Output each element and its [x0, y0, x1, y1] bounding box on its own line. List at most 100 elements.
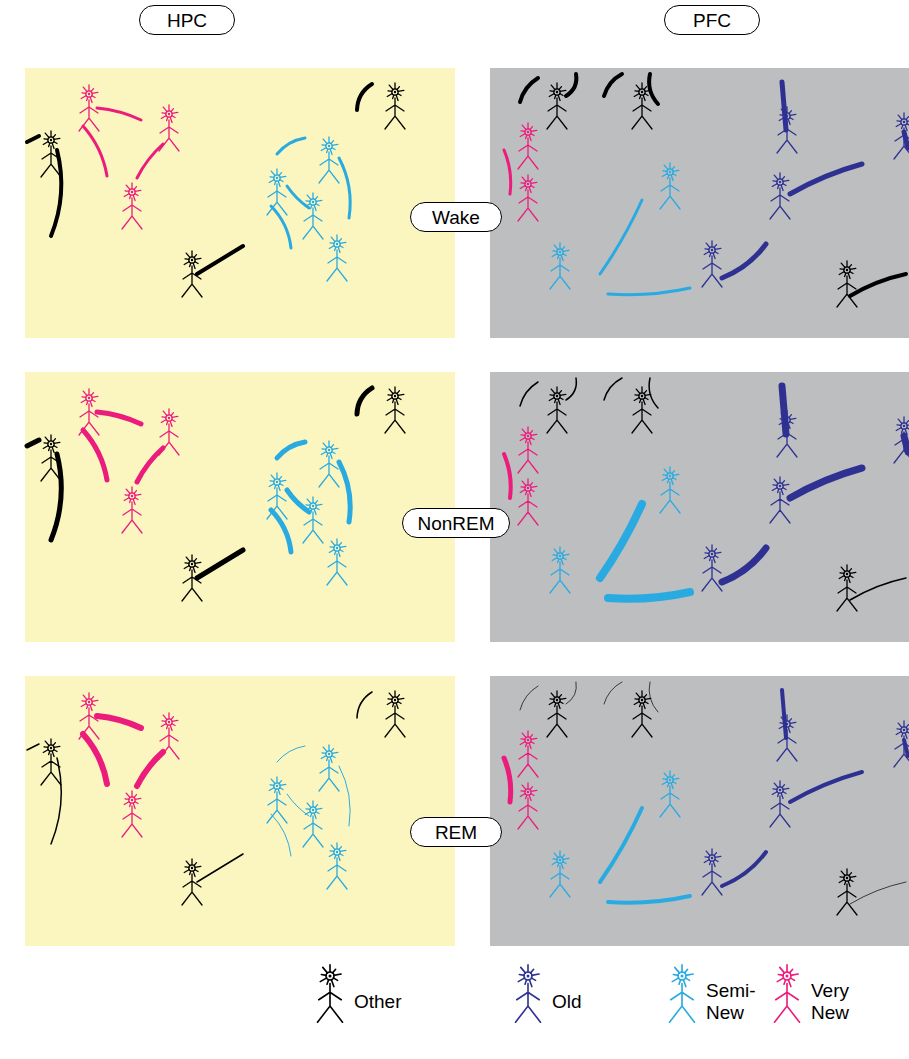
synapse-strength-line: [850, 274, 906, 296]
neuron-symbol: [775, 965, 800, 1023]
brain-region-panel: [490, 676, 909, 946]
synapse-strength-line: [137, 752, 163, 786]
region-state-pill: HPC: [139, 5, 235, 35]
neuron-symbol: [79, 85, 99, 131]
neuron-symbol: [41, 131, 61, 177]
synapse-strength-line: [604, 74, 622, 96]
neuron-symbol: [777, 107, 797, 153]
legend-label: Very New: [811, 980, 869, 1024]
synapse-strength-line: [197, 550, 243, 578]
neuron-symbol: [385, 83, 405, 129]
synapse-strength-line: [604, 682, 622, 704]
synapse-strength-line: [600, 200, 642, 274]
synapse-strength-line: [566, 74, 576, 96]
neuron-symbol: [516, 965, 541, 1023]
neuron-symbol: [518, 783, 538, 829]
synapse-strength-line: [649, 74, 658, 104]
neuron-symbol: [550, 547, 570, 593]
neuron-symbol: [550, 851, 570, 897]
neuron-symbol: [547, 387, 567, 433]
neuron-symbol: [837, 261, 857, 307]
synapse-strength-line: [83, 126, 107, 176]
synapse-strength-line: [83, 734, 107, 784]
neuron-symbol: [632, 83, 652, 129]
neuron-symbol: [327, 843, 347, 889]
synapse-strength-line: [27, 440, 39, 446]
pill-label: NonREM: [417, 514, 494, 533]
neuron-group: [27, 83, 405, 297]
neuron-symbol: [518, 123, 538, 169]
neuron-symbol: [894, 113, 909, 159]
neuron-symbol: [894, 417, 909, 463]
synapse-strength-line: [608, 896, 690, 903]
pill-label: REM: [435, 823, 477, 842]
neuron-group: [504, 682, 909, 915]
synapse-strength-line: [287, 794, 309, 816]
synapse-strength-line: [97, 108, 141, 120]
synapse-strength-line: [137, 448, 163, 482]
synapse-strength-line: [850, 578, 906, 600]
neuron-symbol: [702, 241, 722, 287]
synapse-strength-line: [271, 206, 291, 248]
pill-label: Wake: [432, 208, 480, 227]
neuron-symbol: [122, 791, 142, 837]
neuron-symbol: [267, 169, 287, 215]
synapse-strength-line: [277, 442, 305, 458]
synapse-strength-line: [83, 430, 107, 480]
neuron-symbol: [327, 235, 347, 281]
neuron-symbol: [385, 387, 405, 433]
synapse-strength-line: [504, 150, 511, 194]
neuron-symbol: [41, 435, 61, 481]
neuron-symbol: [385, 691, 405, 737]
neuron-symbol: [182, 859, 202, 905]
neuron-symbol: [547, 691, 567, 737]
synapse-strength-line: [649, 378, 658, 408]
neuron-symbol: [518, 175, 538, 221]
neuron-symbol: [79, 389, 99, 435]
synapse-strength-line: [197, 246, 243, 274]
neuron-symbol: [122, 183, 142, 229]
synapse-strength-line: [608, 288, 690, 295]
synapse-strength-line: [287, 490, 309, 512]
neuron-symbol: [267, 473, 287, 519]
synapse-strength-line: [271, 814, 291, 856]
synapse-strength-line: [566, 682, 576, 704]
synapse-strength-line: [271, 510, 291, 552]
synapse-strength-line: [287, 186, 309, 208]
synapse-strength-line: [277, 138, 305, 154]
neuron-symbol: [182, 555, 202, 601]
synapse-strength-line: [608, 592, 690, 599]
legend-label: Other: [354, 991, 402, 1013]
synapse-strength-line: [520, 382, 538, 406]
synapse-strength-line: [137, 144, 163, 178]
neuron-symbol: [327, 539, 347, 585]
synapse-strength-line: [520, 78, 538, 102]
synapse-strength-line: [504, 758, 511, 802]
neuron-symbol: [159, 105, 179, 151]
synapse-strength-line: [357, 388, 372, 414]
brain-region-panel: [25, 372, 455, 642]
synapse-strength-line: [27, 744, 39, 750]
neuron-symbol: [318, 965, 343, 1023]
neuron-symbol: [303, 801, 323, 847]
neuron-symbol: [159, 409, 179, 455]
neuron-symbol: [837, 565, 857, 611]
neuron-symbol: [518, 427, 538, 473]
synapse-strength-line: [722, 548, 766, 582]
neuron-symbol: [660, 163, 680, 209]
neuron-symbol: [670, 965, 695, 1023]
synapse-strength-line: [27, 136, 39, 142]
neuron-symbol: [518, 731, 538, 777]
synapse-strength-line: [51, 758, 61, 844]
neuron-symbol: [660, 771, 680, 817]
neuron-symbol: [319, 745, 339, 791]
neuron-symbol: [319, 441, 339, 487]
synapse-strength-line: [51, 454, 61, 540]
synapse-strength-line: [649, 682, 658, 712]
neuron-symbol: [319, 137, 339, 183]
region-state-pill: NonREM: [402, 508, 510, 538]
synapse-strength-line: [339, 766, 350, 826]
neuron-group: [27, 691, 405, 905]
synapse-strength-line: [277, 746, 305, 762]
neuron-symbol: [267, 777, 287, 823]
